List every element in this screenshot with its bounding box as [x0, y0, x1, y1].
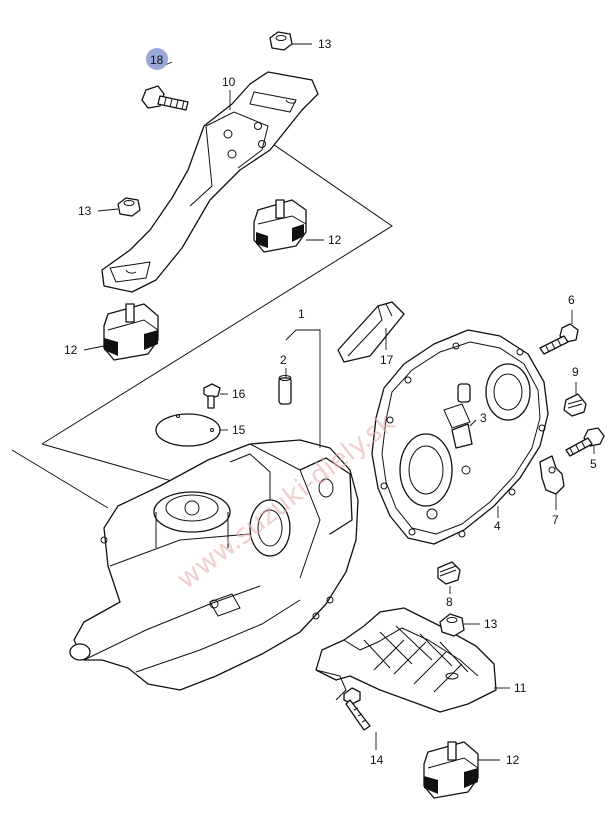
bolt-5[interactable] — [565, 427, 605, 457]
rubber-mount-12-upper[interactable] — [253, 199, 307, 253]
callout-6[interactable]: 6 — [568, 293, 575, 307]
callout-4[interactable]: 4 — [494, 519, 501, 533]
mount-bracket-10[interactable] — [101, 71, 319, 293]
callout-17[interactable]: 17 — [380, 353, 394, 367]
bolt-6[interactable] — [539, 323, 579, 355]
bracket-17[interactable] — [337, 301, 405, 363]
rubber-mount-12-lower[interactable] — [423, 741, 479, 799]
plug-3[interactable] — [451, 423, 473, 449]
bushing-2[interactable] — [278, 375, 292, 405]
callout-12-left[interactable]: 12 — [64, 343, 78, 357]
transfer-case-housing-1[interactable] — [69, 439, 359, 691]
callout-18[interactable]: 18 — [150, 53, 164, 67]
bolt-16[interactable] — [203, 383, 221, 409]
plug-9[interactable] — [563, 393, 587, 417]
rubber-mount-12-left[interactable] — [103, 303, 159, 361]
bolt-18[interactable] — [141, 85, 189, 111]
callout-3[interactable]: 3 — [480, 411, 487, 425]
nut-13-left[interactable] — [117, 197, 141, 217]
callout-13-left[interactable]: 13 — [78, 204, 92, 218]
callout-15[interactable]: 15 — [232, 423, 246, 437]
nut-13-lower[interactable] — [439, 613, 465, 637]
callout-14[interactable]: 14 — [370, 753, 384, 767]
bolt-14[interactable] — [343, 687, 371, 731]
callout-13-lower[interactable]: 13 — [484, 617, 498, 631]
callout-18-highlight — [146, 48, 168, 70]
clip-7[interactable] — [539, 455, 565, 495]
callout-9[interactable]: 9 — [572, 365, 579, 379]
leader-lines — [83, 43, 595, 761]
callout-5[interactable]: 5 — [590, 457, 597, 471]
plug-8[interactable] — [437, 561, 461, 585]
callout-10[interactable]: 10 — [222, 75, 236, 89]
callout-12-lower[interactable]: 12 — [506, 753, 520, 767]
cover-plate-15[interactable] — [155, 413, 221, 447]
callout-7[interactable]: 7 — [552, 513, 559, 527]
callout-8[interactable]: 8 — [446, 595, 453, 609]
callout-labels: 18 13 10 13 12 12 1 2 16 15 17 3 4 6 9 5… — [64, 37, 597, 767]
callout-1[interactable]: 1 — [298, 307, 305, 321]
callout-12-upper[interactable]: 12 — [328, 233, 342, 247]
callout-2[interactable]: 2 — [280, 353, 287, 367]
callout-13-top[interactable]: 13 — [318, 37, 332, 51]
callout-11[interactable]: 11 — [514, 681, 527, 695]
callout-16[interactable]: 16 — [232, 387, 246, 401]
nut-13-top[interactable] — [269, 31, 293, 51]
